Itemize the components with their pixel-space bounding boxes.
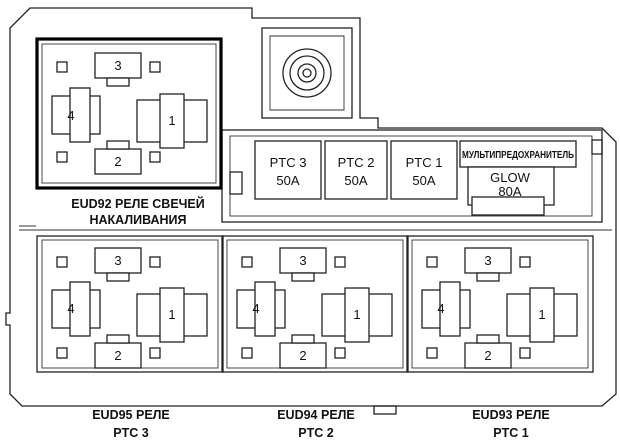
eud92-pin-4: 4 <box>67 108 74 123</box>
eud94-pin-1: 1 <box>353 307 360 322</box>
eud94-label-line2: PTC 2 <box>298 426 333 440</box>
fuse-ptc2[interactable]: PTC 2 50A <box>324 140 388 200</box>
relay-eud92[interactable] <box>35 37 223 190</box>
eud94-label-line1: EUD94 РЕЛЕ <box>277 408 355 422</box>
eud92-label-line2: НАКАЛИВАНИЯ <box>89 213 186 227</box>
stud-terminal <box>261 27 353 119</box>
pin-labels: 3 4 1 2 3 4 1 2 3 4 1 2 3 4 1 2 <box>67 58 545 363</box>
eud93-label-line2: PTC 1 <box>493 426 528 440</box>
eud94-pin-2: 2 <box>299 348 306 363</box>
eud92-pin-2: 2 <box>114 154 121 169</box>
eud95-label-line2: PTC 3 <box>113 426 148 440</box>
eud95-pin-3: 3 <box>114 253 121 268</box>
eud93-pin-2: 2 <box>484 348 491 363</box>
relay-eud93[interactable] <box>406 235 594 373</box>
eud92-pin-1: 1 <box>168 113 175 128</box>
eud95-pin-2: 2 <box>114 348 121 363</box>
eud93-pin-3: 3 <box>484 253 491 268</box>
fuse-ptc2-name: PTC 2 <box>338 155 375 170</box>
multifuse-title: МУЛЬТИПРЕДОХРАНИТЕЛЬ <box>462 149 574 161</box>
fuse-ptc1[interactable]: PTC 1 50A <box>390 140 458 200</box>
multifuse[interactable]: МУЛЬТИПРЕДОХРАНИТЕЛЬ GLOW 80A <box>459 140 577 216</box>
fuse-ptc2-rating: 50A <box>344 173 367 188</box>
fuse-ptc3-name: PTC 3 <box>270 155 307 170</box>
fuse-ptc3[interactable]: PTC 3 50A <box>254 140 322 200</box>
relay-eud95[interactable] <box>36 235 224 373</box>
eud95-label-line1: EUD95 РЕЛЕ <box>92 408 170 422</box>
multifuse-name: GLOW <box>490 170 530 185</box>
eud93-pin-4: 4 <box>437 301 444 316</box>
eud94-pin-4: 4 <box>252 301 259 316</box>
eud93-pin-1: 1 <box>538 307 545 322</box>
multifuse-rating: 80A <box>498 184 521 199</box>
eud95-pin-4: 4 <box>67 301 74 316</box>
eud92-label-line1: EUD92 РЕЛЕ СВЕЧЕЙ <box>71 196 205 211</box>
relay-labels: EUD92 РЕЛЕ СВЕЧЕЙ НАКАЛИВАНИЯ EUD95 РЕЛЕ… <box>71 196 550 440</box>
eud94-pin-3: 3 <box>299 253 306 268</box>
fuse-ptc1-rating: 50A <box>412 173 435 188</box>
eud93-label-line1: EUD93 РЕЛЕ <box>472 408 550 422</box>
fuse-ptc1-name: PTC 1 <box>406 155 443 170</box>
eud92-pin-3: 3 <box>114 58 121 73</box>
fuse-ptc3-rating: 50A <box>276 173 299 188</box>
eud95-pin-1: 1 <box>168 307 175 322</box>
fuse-box-housing <box>5 7 617 415</box>
relay-eud94[interactable] <box>221 235 409 373</box>
